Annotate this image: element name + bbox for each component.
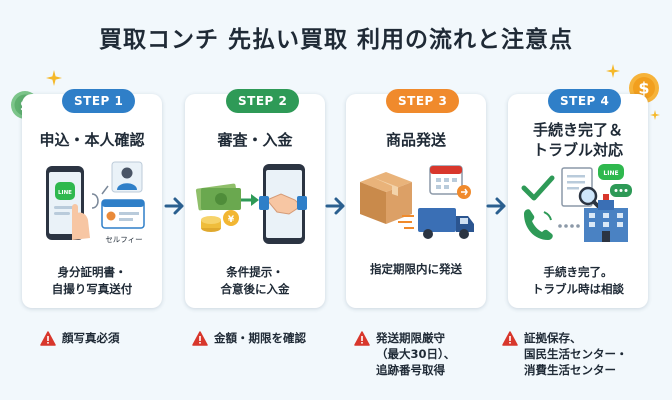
step-2-title: 審査・入金: [217, 131, 293, 149]
step-3-title: 商品発送: [385, 131, 446, 149]
warning-icon: [502, 331, 518, 346]
step-1-note-text: 顔写真必須: [62, 331, 120, 345]
building-icon: [584, 194, 628, 242]
step-4-desc: 手続き完了。 トラブル時は相談: [532, 265, 624, 296]
warning-icon: [354, 331, 370, 346]
call-icon: [524, 209, 553, 240]
step-2-illustration: ¥: [195, 164, 307, 244]
step-1-desc: 身分証明書・ 自撮り写真送付: [51, 265, 133, 296]
box-icon: [360, 172, 412, 224]
arrow-right-icon: [486, 197, 506, 215]
step-2-card: 審査・入金 ¥ 条件提示・ 合意後に入金: [185, 94, 325, 308]
step-3-illustration: [360, 165, 474, 239]
step-2-note-text: 金額・期限を確認: [214, 331, 306, 345]
step-2-badge: STEP 2: [226, 89, 300, 113]
page-title: 買取コンチ 先払い買取 利用の流れと注意点: [98, 27, 573, 53]
warning-icon: [192, 331, 208, 346]
step-1-badge: STEP 1: [62, 89, 136, 113]
step-4-badge: STEP 4: [548, 89, 622, 113]
handshake-icon: [259, 193, 307, 215]
sparkle-icon: [650, 110, 660, 120]
line-badge-text: LINE: [603, 170, 618, 177]
svg-text:¥: ¥: [228, 215, 235, 225]
hand-icon: [72, 204, 90, 240]
svg-text:$: $: [638, 79, 649, 98]
chat-icon: LINE: [598, 164, 632, 197]
step-2-note: 金額・期限を確認: [192, 330, 306, 346]
sparkle-icon: [606, 64, 620, 78]
step-3-desc: 指定期限内に発送: [370, 262, 462, 276]
step-4-card: 手続き完了＆ トラブル対応 LINE: [508, 94, 648, 308]
money-icon: ¥: [195, 183, 241, 232]
id-card-icon: [101, 199, 145, 229]
document-search-icon: [561, 167, 604, 212]
line-badge-text: LINE: [58, 190, 72, 196]
step-3-card: 商品発送 指定期限内に発送: [346, 94, 486, 308]
arrow-right-icon: [164, 197, 184, 215]
step-4-illustration: LINE: [521, 164, 632, 242]
step-4-note: 証拠保存、 国民生活センター・ 消費生活センター: [502, 330, 628, 378]
step-1-illustration: LINE セルフィー: [46, 161, 145, 244]
step-1-title: 申込・本人確認: [39, 131, 145, 149]
warning-icon: [40, 331, 56, 346]
step-2-desc: 条件提示・ 合意後に入金: [220, 265, 290, 296]
step-3-note: 発送期限厳守 （最大30日）、 追跡番号取得: [354, 330, 455, 378]
sparkle-icon: [46, 70, 62, 86]
truck-icon: [398, 208, 474, 239]
step-3-note-text: 発送期限厳守 （最大30日）、 追跡番号取得: [376, 331, 456, 377]
calendar-icon: [429, 165, 471, 199]
step-1-note: 顔写真必須: [40, 330, 120, 346]
selfie-label: セルフィー: [105, 235, 142, 244]
checkmark-icon: [521, 175, 555, 201]
step-3-badge: STEP 3: [386, 89, 460, 113]
step-4-note-text: 証拠保存、 国民生活センター・ 消費生活センター: [524, 331, 628, 377]
step-4-title: 手続き完了＆ トラブル対応: [532, 121, 623, 159]
step-1-card: 申込・本人確認 LINE セルフィー 身分証明書・ 自: [22, 94, 162, 308]
person-icon: [111, 161, 143, 193]
arrow-right-icon: [325, 197, 345, 215]
